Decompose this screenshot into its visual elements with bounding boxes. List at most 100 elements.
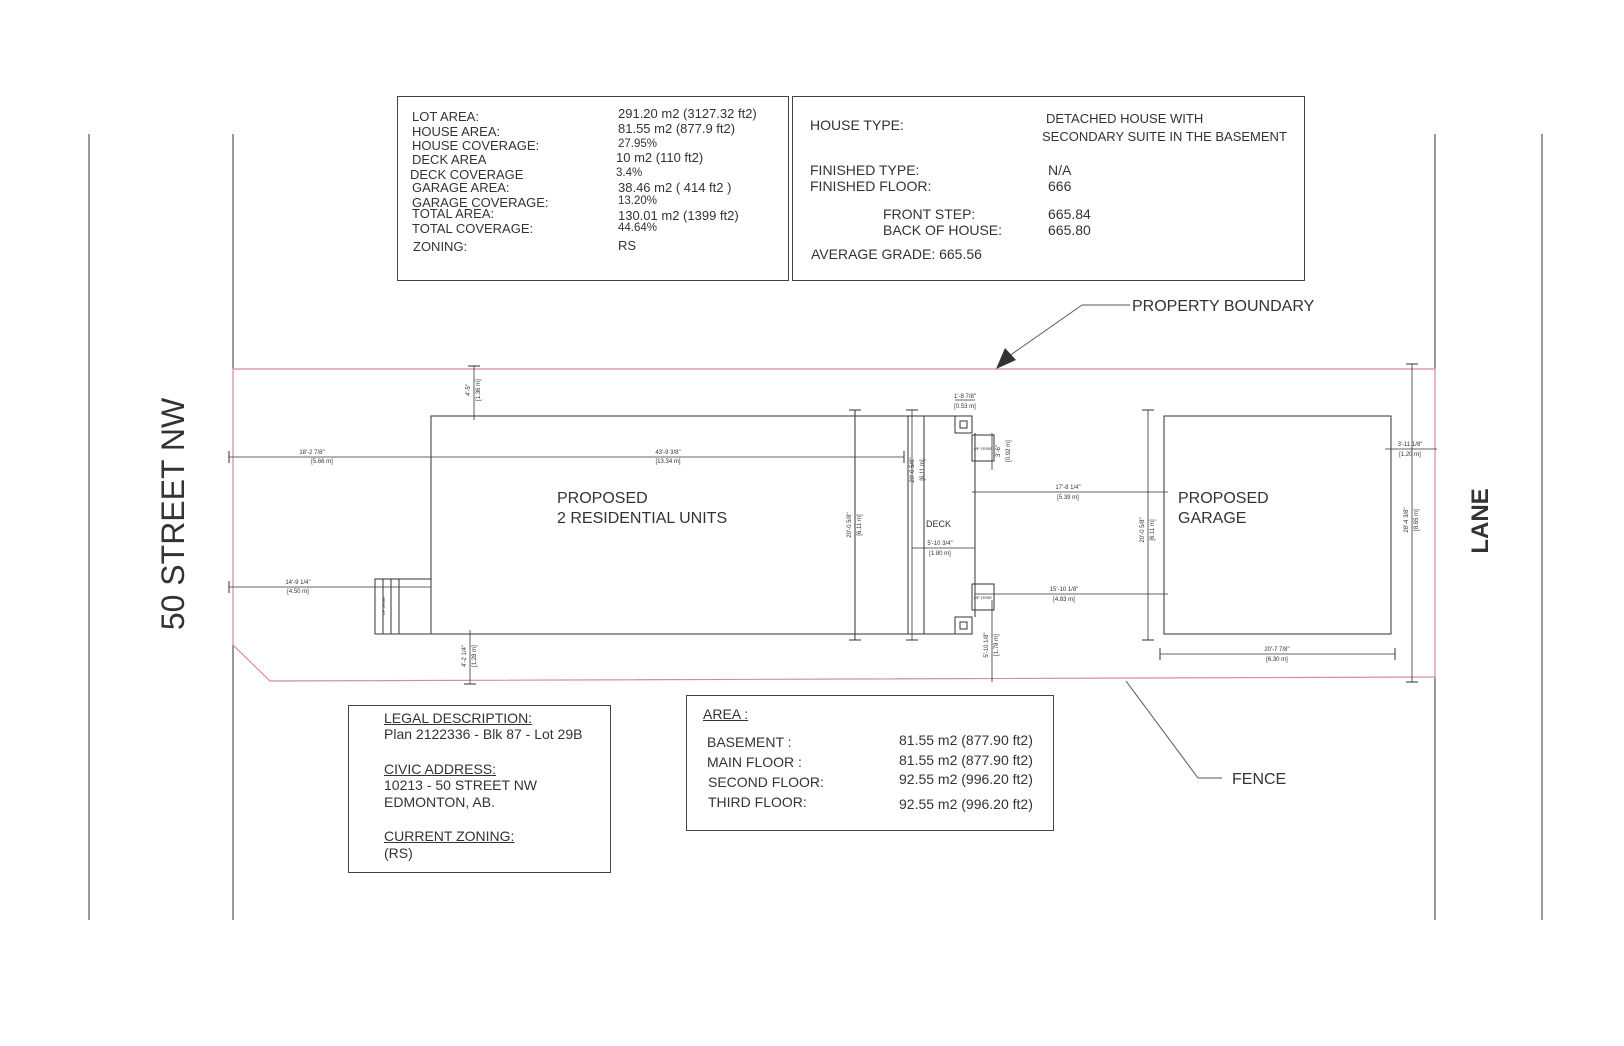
deck-label: DECK — [926, 519, 951, 529]
dim-house-width: 20'-0 5/8" — [847, 512, 853, 537]
total-area-label: TOTAL AREA: — [412, 206, 495, 221]
dim-post-side: 3'-6" — [996, 445, 1002, 457]
lot-area-value: 291.20 m2 (3127.32 ft2) — [618, 106, 757, 121]
back-of-house-value: 665.80 — [1048, 222, 1091, 238]
front-step-value: 665.84 — [1048, 206, 1091, 222]
front-step-label: FRONT STEP: — [883, 206, 976, 222]
house-type-value-1: DETACHED HOUSE WITH — [1046, 111, 1204, 126]
dim-lot-width-m: [8.65 m] — [1414, 509, 1420, 531]
deck-step-bottom-label: UP 1RISE — [974, 595, 992, 600]
dim-sep-top-m: [5.39 m] — [1057, 495, 1079, 501]
dim-house-width-m: [6.11 m] — [857, 514, 863, 536]
garage-label-line-2: GARAGE — [1178, 510, 1246, 527]
back-of-house-label: BACK OF HOUSE: — [883, 222, 1003, 238]
third-floor-label: THIRD FLOOR: — [708, 794, 807, 810]
dim-post-bottom-m: [1.78 m] — [994, 634, 1000, 656]
current-zoning-heading: CURRENT ZONING: — [384, 828, 515, 844]
dim-top-side: 4'-5" — [466, 384, 472, 396]
deck-post-bottom — [954, 616, 973, 635]
garage-coverage-label: GARAGE COVERAGE: — [412, 195, 549, 210]
deck-area-label: DECK AREA — [412, 152, 487, 167]
house-type-value-2: SECONDARY SUITE IN THE BASEMENT — [1042, 129, 1287, 144]
deck-coverage-value: 3.4% — [616, 167, 643, 179]
dim-stair-offset-m: [4.50 m] — [287, 589, 309, 595]
legal-description-value: Plan 2122336 - Blk 87 - Lot 29B — [384, 726, 583, 742]
main-floor-value: 81.55 m2 (877.90 ft2) — [899, 752, 1033, 768]
floor-area-box: AREA : BASEMENT : 81.55 m2 (877.90 ft2) … — [686, 695, 1054, 831]
dim-stair-offset: 14'-9 1/4" — [285, 580, 310, 586]
dim-sep-bottom: 15'-10 1/8" — [1050, 587, 1079, 593]
current-zoning-value: (RS) — [384, 845, 413, 861]
dim-post-side-m: [0.92 m] — [1006, 440, 1012, 462]
finished-type-value: N/A — [1048, 162, 1072, 178]
house-info-table: HOUSE TYPE: DETACHED HOUSE WITH SECONDAR… — [792, 96, 1305, 281]
finished-floor-label: FINISHED FLOOR: — [810, 178, 932, 194]
house-label-line-1: PROPOSED — [557, 490, 648, 507]
garage-area-value: 38.46 m2 ( 414 ft2 ) — [618, 180, 732, 195]
fence-label: FENCE — [1232, 771, 1286, 788]
property-boundary-arrowhead — [996, 348, 1016, 369]
finished-type-label: FINISHED TYPE: — [810, 162, 920, 178]
garage-coverage-value: 13.20% — [618, 195, 658, 207]
dim-house-length: 43'-9 3/8" — [655, 450, 680, 456]
main-floor-label: MAIN FLOOR : — [707, 754, 802, 770]
dim-deck-width-m: [6.11 m] — [920, 459, 926, 481]
civic-address-heading: CIVIC ADDRESS: — [384, 761, 497, 777]
dim-lot-width: 28'-4 3/8" — [1404, 507, 1410, 532]
dim-deck-depth: 5'-10 3/4" — [927, 541, 952, 547]
house-label-line-2: 2 RESIDENTIAL UNITS — [557, 510, 727, 527]
dim-post-top-m: [0.53 m] — [954, 404, 976, 410]
deck-step-top-label: UP 1RISE — [974, 446, 992, 451]
property-boundary-label: PROPERTY BOUNDARY — [1132, 298, 1315, 315]
second-floor-value: 92.55 m2 (996.20 ft2) — [899, 771, 1033, 787]
dim-front-setback-m: [5.66 m] — [311, 459, 333, 465]
dim-rear-setback: 3'-11 1/8" — [1398, 442, 1423, 448]
dim-deck-width: 20'-0 5/8" — [910, 457, 916, 482]
total-coverage-label: TOTAL COVERAGE: — [412, 221, 534, 236]
dim-deck-depth-m: [1.80 m] — [929, 551, 951, 557]
second-floor-label: SECOND FLOOR: — [708, 774, 824, 790]
dim-top-side-m: [1.36 m] — [476, 379, 482, 401]
total-area-value: 130.01 m2 (1399 ft2) — [618, 208, 739, 223]
dim-sep-top: 17'-8 1/4" — [1055, 485, 1080, 491]
dim-garage-depth-m: [6.30 m] — [1266, 657, 1288, 663]
garage-footprint — [1163, 415, 1392, 635]
deck-outline — [907, 415, 925, 635]
finished-floor-value: 666 — [1048, 178, 1072, 194]
basement-value: 81.55 m2 (877.90 ft2) — [899, 732, 1033, 748]
lane-label: LANE — [1467, 488, 1494, 553]
deck-area-value: 10 m2 (110 ft2) — [616, 150, 704, 165]
dim-bottom-side-m: [1.28 m] — [472, 645, 478, 667]
legal-description-box: LEGAL DESCRIPTION: Plan 2122336 - Blk 87… — [348, 705, 611, 873]
dim-garage-width: 20'-0 5/8" — [1140, 517, 1146, 542]
dim-garage-width-m: [6.11 m] — [1150, 519, 1156, 541]
property-boundary-outline — [232, 368, 1436, 682]
basement-label: BASEMENT : — [707, 734, 792, 750]
zoning-label: ZONING: — [413, 239, 468, 254]
legal-description-heading: LEGAL DESCRIPTION: — [384, 710, 533, 726]
dim-bottom-side: 4'-2 1/4" — [462, 645, 468, 667]
deck-coverage-label: DECK COVERAGE — [410, 167, 524, 182]
average-grade: AVERAGE GRADE: 665.56 — [811, 246, 982, 262]
house-area-label: HOUSE AREA: — [412, 124, 501, 139]
dim-post-top: 1'-8 7/8" — [954, 394, 976, 400]
total-coverage-value: 44.64% — [618, 222, 658, 234]
dim-sep-bottom-m: [4.83 m] — [1053, 597, 1075, 603]
deck-post-top — [954, 415, 973, 434]
street-label: 50 STREET NW — [155, 397, 191, 630]
lot-area-label: LOT AREA: — [412, 109, 479, 124]
house-coverage-value: 27.95% — [618, 138, 658, 150]
dim-garage-depth: 20'-7 7/8" — [1264, 647, 1289, 653]
front-stair-label: UP 2RISE — [381, 597, 386, 615]
dim-rear-setback-m: [1.20 m] — [1399, 452, 1421, 458]
civic-address-line-2: EDMONTON, AB. — [384, 794, 495, 810]
dim-house-length-m: [13.34 m] — [655, 459, 680, 465]
dim-post-bottom: 5'-10 1/8" — [984, 632, 990, 657]
area-heading: AREA : — [703, 706, 749, 722]
site-statistics-table: LOT AREA: 291.20 m2 (3127.32 ft2) HOUSE … — [397, 96, 789, 281]
garage-area-label: GARAGE AREA: — [412, 180, 510, 195]
zoning-value: RS — [618, 238, 637, 253]
house-type-label: HOUSE TYPE: — [810, 117, 904, 133]
house-area-value: 81.55 m2 (877.9 ft2) — [618, 121, 736, 136]
